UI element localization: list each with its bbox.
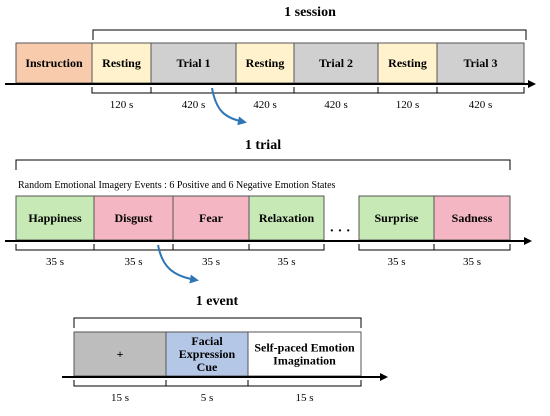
trial-block-4-relaxation-label: Relaxation — [259, 211, 315, 225]
trial-ellipsis: · · · — [329, 224, 350, 239]
trial-duration-bracket-4 — [248, 244, 325, 251]
session-block-2-resting — [91, 42, 152, 84]
session-duration-bracket-3 — [235, 87, 295, 94]
session-block-3-trial-1 — [150, 42, 237, 84]
event-duration-label-3: 15 s — [295, 392, 313, 404]
trial-block-4-relaxation — [248, 195, 325, 241]
session-duration-label-2: 420 s — [182, 99, 206, 111]
session-duration-label-5: 120 s — [396, 99, 420, 111]
session-durations: 120 s 420 s 420 s 420 s 120 s 420 s — [91, 87, 525, 111]
session-duration-bracket-5 — [377, 87, 438, 94]
trial-duration-label-3: 35 s — [202, 256, 220, 268]
trial-block-6-sadness — [433, 195, 511, 241]
session-duration-bracket-6 — [436, 87, 525, 94]
session-block-4-resting-label: Resting — [246, 56, 285, 70]
event-block-2-facial-expression-cue-label: Cue — [197, 360, 218, 374]
session-duration-label-4: 420 s — [324, 99, 348, 111]
event-duration-label-2: 5 s — [201, 392, 214, 404]
event-block-1- — [73, 331, 167, 377]
event-block-2-facial-expression-cue-label: Expression — [179, 347, 236, 361]
event-block-2-facial-expression-cue-label: Facial — [191, 334, 223, 348]
session-duration-label-6: 420 s — [469, 99, 493, 111]
trial-title: 1 trial — [245, 138, 281, 153]
session-block-1-instruction-label: Instruction — [25, 56, 83, 70]
event-title: 1 event — [196, 294, 239, 309]
session-duration-bracket-1 — [91, 87, 152, 94]
trial-duration-bracket-3 — [172, 244, 250, 251]
trial-duration-label-1: 35 s — [46, 256, 64, 268]
session-brace — [92, 29, 527, 40]
session-block-6-resting-label: Resting — [388, 56, 427, 70]
session-block-1-instruction — [15, 42, 93, 84]
session-blocks: Instruction Resting Trial 1 Resting Trial 2 R… — [15, 42, 525, 84]
event-block-3-self-paced-emotion-imagination-label: Self-paced Emotion — [254, 341, 355, 355]
trial-duration-label-5: 35 s — [387, 256, 405, 268]
event-duration-label-1: 15 s — [111, 392, 129, 404]
trial-duration-bracket-6 — [433, 244, 511, 251]
flow-arrow-trial-to-event — [157, 244, 199, 284]
trial-duration-label-6: 35 s — [463, 256, 481, 268]
session-block-5-trial-2-label: Trial 2 — [319, 56, 353, 70]
event-brace — [73, 317, 362, 328]
event-block-3-self-paced-emotion-imagination — [247, 331, 362, 377]
trial-block-1-happiness-label: Happiness — [28, 211, 82, 225]
session-duration-bracket-4 — [293, 87, 379, 94]
event-duration-bracket-3 — [247, 380, 362, 387]
trial-block-3-fear-label: Fear — [199, 211, 224, 225]
event-duration-bracket-1 — [73, 380, 167, 387]
trial-block-2-disgust-label: Disgust — [114, 211, 152, 225]
trial-duration-bracket-5 — [358, 244, 435, 251]
session-duration-label-3: 420 s — [253, 99, 277, 111]
trial-duration-bracket-2 — [93, 244, 174, 251]
trial-description: Random Emotional Imagery Events : 6 Posi… — [18, 180, 336, 191]
trial-duration-bracket-1 — [15, 244, 95, 251]
event-block-1--label: + — [117, 347, 124, 361]
event-block-3-self-paced-emotion-imagination-label: Imagination — [273, 354, 336, 368]
trial-blocks: Happiness Disgust Fear Relaxation Surprise Sa… — [15, 195, 511, 241]
session-block-2-resting-label: Resting — [102, 56, 141, 70]
trial-durations: 35 s 35 s 35 s 35 s 35 s 35 s — [15, 244, 511, 268]
flow-arrow-session-to-trial — [211, 87, 247, 126]
trial-duration-label-4: 35 s — [277, 256, 295, 268]
trial-duration-label-2: 35 s — [124, 256, 142, 268]
trial-brace — [15, 159, 511, 170]
session-title: 1 session — [284, 5, 336, 20]
session-duration-label-1: 120 s — [110, 99, 134, 111]
session-block-3-trial-1-label: Trial 1 — [176, 56, 210, 70]
trial-block-5-surprise-label: Surprise — [374, 211, 419, 225]
event-duration-bracket-2 — [165, 380, 249, 387]
session-block-6-resting — [377, 42, 438, 84]
event-durations: 15 s 5 s 15 s — [73, 380, 362, 404]
session-block-7-trial-3-label: Trial 3 — [463, 56, 497, 70]
trial-block-6-sadness-label: Sadness — [452, 211, 493, 225]
session-duration-bracket-2 — [150, 87, 237, 94]
trial-block-5-surprise — [358, 195, 435, 241]
